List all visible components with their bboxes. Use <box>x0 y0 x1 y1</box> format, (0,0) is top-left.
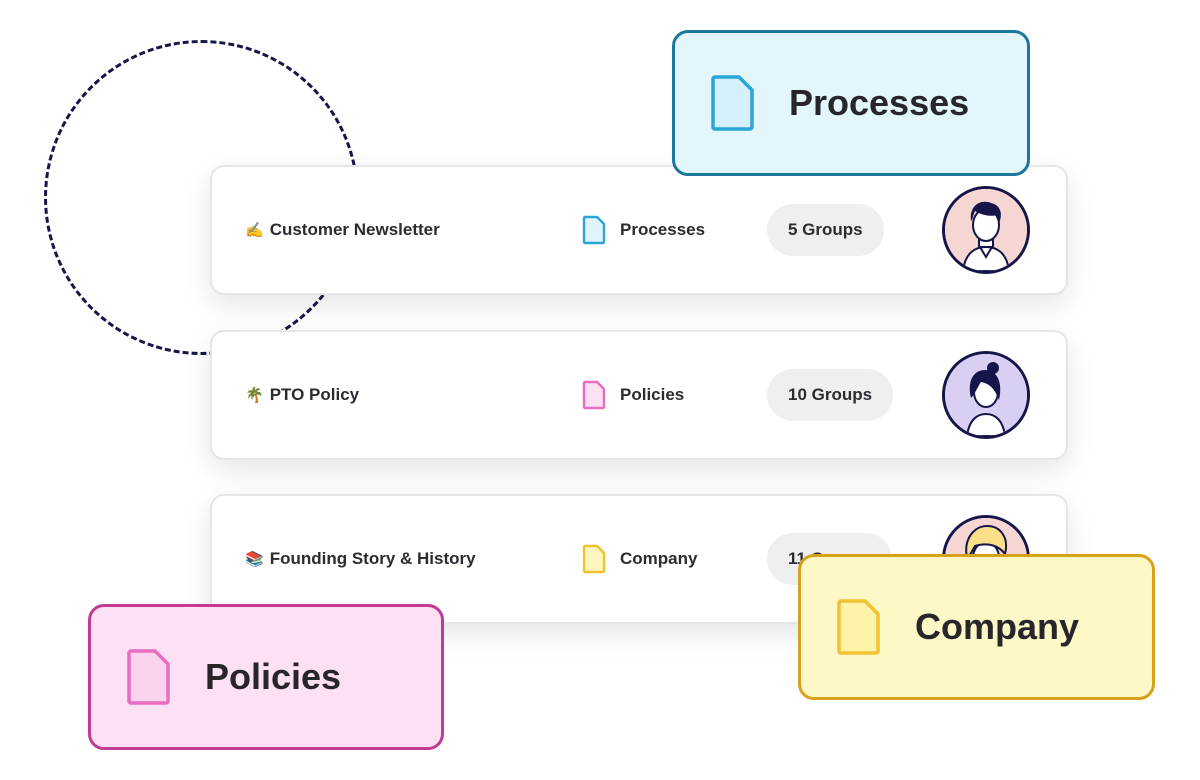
company-tag[interactable]: Company <box>798 554 1155 700</box>
processes-tag[interactable]: Processes <box>672 30 1030 176</box>
man-avatar[interactable] <box>942 186 1030 274</box>
document-icon <box>582 380 606 410</box>
row-title-text: Founding Story & History <box>269 549 476 568</box>
palm-tree-icon: 🌴 <box>245 387 264 404</box>
books-icon: 📚 <box>245 551 264 568</box>
tag-label: Company <box>915 606 1080 647</box>
tag-label: Policies <box>205 656 342 697</box>
document-icon <box>127 649 170 705</box>
category-label[interactable]: Company <box>582 544 697 574</box>
groups-badge[interactable]: 10 Groups <box>767 369 894 421</box>
category-name: Processes <box>620 220 706 239</box>
woman-avatar[interactable] <box>942 351 1030 439</box>
tag-label: Processes <box>789 82 970 123</box>
row-title: 📚 Founding Story & History <box>245 549 476 569</box>
row-title: 🌴 PTO Policy <box>245 385 359 405</box>
row-title-text: Customer Newsletter <box>269 220 440 239</box>
row-title-text: PTO Policy <box>269 385 360 404</box>
policies-tag[interactable]: Policies <box>88 604 444 750</box>
list-item[interactable]: ✍️ Customer Newsletter Processes 5 Groups <box>210 165 1068 295</box>
document-icon <box>711 75 754 131</box>
category-label[interactable]: Policies <box>582 380 684 410</box>
writing-hand-icon: ✍️ <box>245 222 264 239</box>
document-icon <box>582 215 606 245</box>
row-title: ✍️ Customer Newsletter <box>245 220 440 240</box>
category-label[interactable]: Processes <box>582 215 705 245</box>
document-icon <box>582 544 606 574</box>
category-name: Company <box>620 549 698 568</box>
category-name: Policies <box>620 385 685 404</box>
list-item[interactable]: 🌴 PTO Policy Policies 10 Groups <box>210 330 1068 460</box>
document-icon <box>837 599 880 655</box>
groups-badge[interactable]: 5 Groups <box>767 204 884 256</box>
